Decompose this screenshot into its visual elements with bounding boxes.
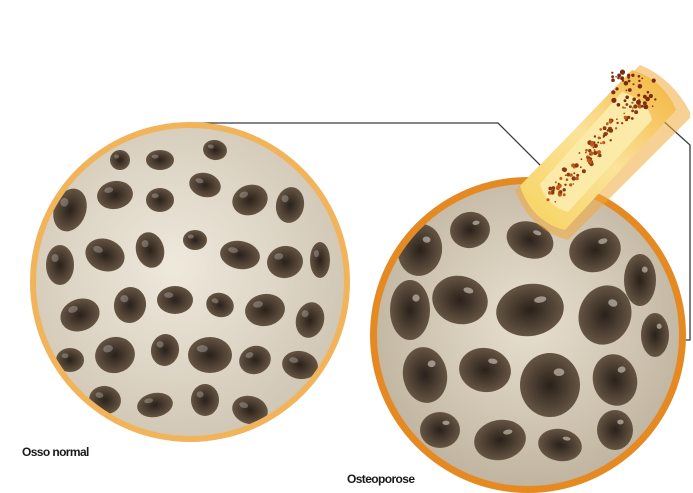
normal-bone-label: Osso normal <box>22 445 89 459</box>
osteoporosis-label: Osteoporose <box>347 472 414 486</box>
osteoporosis-bone-illustration <box>370 177 686 493</box>
normal-bone-illustration <box>30 122 350 442</box>
